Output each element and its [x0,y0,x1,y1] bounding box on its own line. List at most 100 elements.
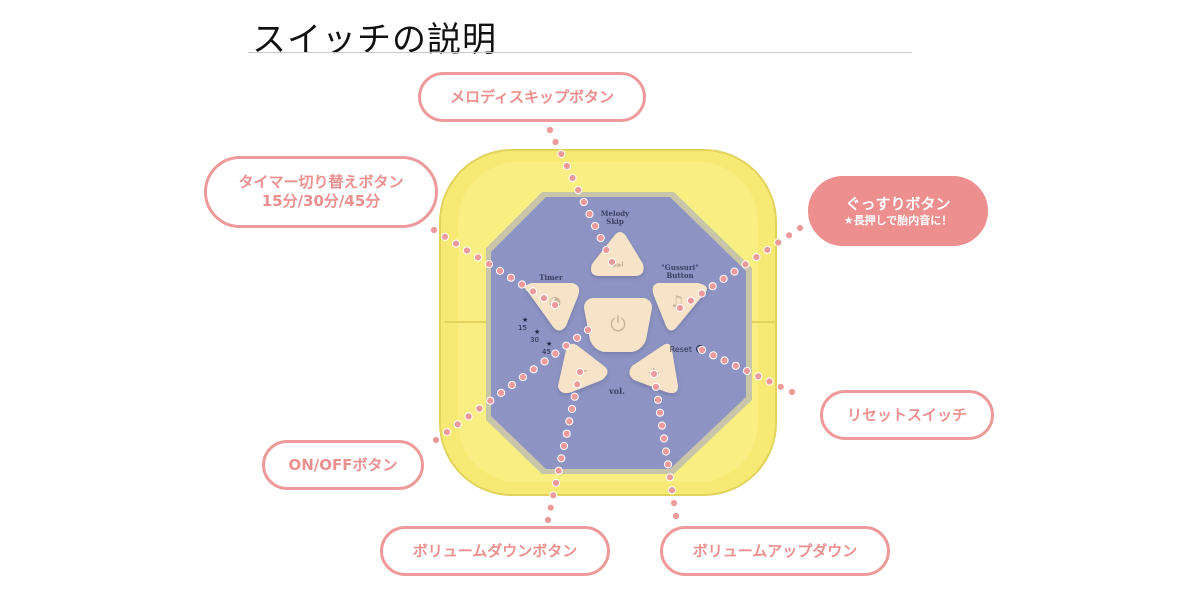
leader-dot [665,473,675,482]
leader-dot [551,478,561,488]
callout-gussuri: ぐっすりボタン ★長押しで胎内音に！ [808,176,988,246]
leader-dot [575,367,585,377]
melody-label-line1: Melody [601,209,630,218]
leader-dot [607,257,617,267]
leader-dot [579,197,588,207]
leader-dot [785,231,794,240]
timer-mark-45: 45 [542,348,551,356]
gussuri-label-line2: Button [666,271,693,280]
timer-marks: ★ 15 ★ 30 ★ 45 [518,316,552,356]
leader-dot [557,149,566,159]
leader-dot [568,173,577,183]
leader-dot [661,447,671,456]
leader-dot [585,209,594,219]
melody-skip-icon: ⏭ [613,257,624,271]
leader-dot [787,387,797,397]
leader-dot [551,137,560,147]
leader-dot [754,372,763,381]
callout-gussuri-sub: ★長押しで胎内音に！ [843,213,953,227]
leader-dot [675,303,685,313]
power-icon: ⏻ [610,312,626,336]
leader-dot [708,282,717,291]
leader-dot [596,233,605,243]
callout-reset-label: リセットスイッチ [846,405,967,424]
vol-label: vol. [608,386,625,396]
leader-dot [649,369,659,379]
leader-dot [486,396,495,405]
leader-dot [697,289,706,298]
leader-dot [709,351,718,360]
leader-dot [528,287,538,296]
leader-dot [663,460,673,469]
leader-dot [495,266,505,275]
leader-dot [540,357,549,366]
leader-dot [583,325,593,335]
leader-dot [591,221,600,231]
leader-dot [546,503,555,512]
timer-star-45: ★ [546,340,552,348]
callout-timer-sub: 15分/30分/45分 [261,192,381,210]
leader-dot [653,395,663,404]
callout-volume-down-label: ボリュームダウンボタン [412,541,578,560]
leader-dot [731,361,740,370]
leader-dot [774,238,783,247]
leader-on-off [431,325,593,445]
leader-dot [551,349,560,358]
leader-reset [697,345,797,397]
callout-on-off-label: ON/OFFボタン [288,455,398,474]
callout-volume-down: ボリュームダウンボタン [380,526,610,576]
callout-melody-skip: メロディスキップボタン [418,72,646,122]
leader-dot [550,300,560,310]
leader-dot [562,161,572,171]
page-title: スイッチの説明 [252,20,497,60]
leader-dot [429,225,439,235]
leader-dot [453,420,462,429]
callout-timer-label: タイマー切り替えボタン [238,173,404,192]
leader-dot [763,245,772,254]
leader-dot [562,429,571,438]
leader-dot [651,382,661,391]
leader-dot [543,515,553,525]
callout-on-off: ON/OFFボタン [262,440,424,490]
volume-down-button[interactable] [558,343,608,394]
timer-star-30: ★ [534,328,540,336]
callout-reset: リセットスイッチ [820,390,994,440]
leader-timer [429,225,560,310]
callout-timer: タイマー切り替えボタン 15分/30分/45分 [204,156,438,228]
gussuri-label-line1: "Gussuri" [661,263,699,272]
melody-skip-button[interactable] [591,232,644,276]
timer-label: Timer [539,273,563,282]
volume-up-button[interactable] [629,343,678,394]
leader-dot [742,366,752,376]
leader-dot [518,373,528,382]
leader-dot [659,434,669,443]
power-button[interactable] [584,298,652,352]
leader-dot [697,345,707,355]
leader-dot [497,388,506,397]
leader-dot [570,392,579,401]
leader-dot [667,486,677,495]
leader-dot [506,273,516,282]
leader-dot [554,466,563,475]
leader-dot [440,232,450,241]
leader-dot [517,280,527,289]
leader-dot [795,223,805,233]
leader-dot [776,382,785,391]
timer-star-15: ★ [522,316,528,324]
reset-label: Reset [670,345,692,354]
timer-mark-30: 30 [530,336,539,344]
leader-dot [559,441,569,451]
callout-gussuri-label: ぐっすりボタン [845,194,951,213]
leader-dot [473,253,483,262]
callout-volume-up: ボリュームアップダウン [660,526,890,576]
leader-dot [657,421,667,430]
leader-dot [655,408,665,417]
leader-dot [562,341,571,350]
title-divider [248,52,912,53]
melody-label-line2: Skip [606,217,624,226]
leader-dot [442,428,451,437]
leader-dot [565,417,574,426]
leader-dot [573,380,582,389]
leader-dot [573,333,582,342]
